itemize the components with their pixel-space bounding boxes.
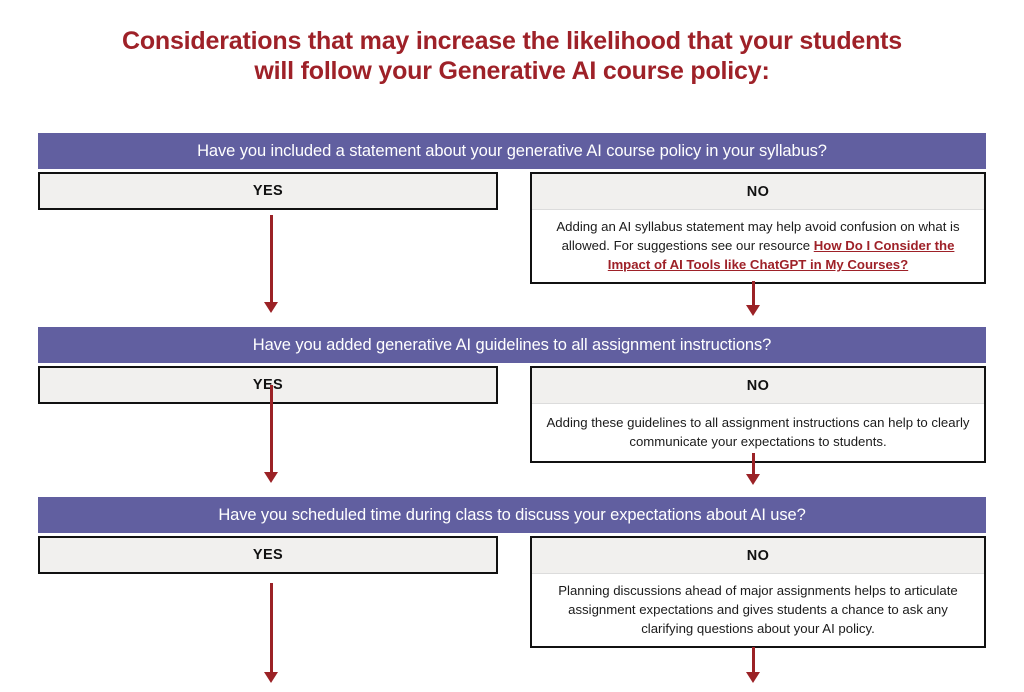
branch-row-1: YES NO Adding an AI syllabus statement m… xyxy=(38,172,986,284)
arrow-down-no-2-icon xyxy=(746,453,760,485)
page-title: Considerations that may increase the lik… xyxy=(0,26,1024,86)
branch-row-3: YES NO Planning discussions ahead of maj… xyxy=(38,536,986,648)
arrow-shaft xyxy=(269,583,273,673)
arrow-shaft xyxy=(269,385,273,473)
resource-link-1[interactable]: How Do I Consider the Impact of AI Tools… xyxy=(607,238,955,272)
yes-label-1: YES xyxy=(252,183,284,199)
yes-box-1[interactable]: YES xyxy=(38,172,498,210)
no-header-1: NO xyxy=(532,174,984,210)
no-label-3: NO xyxy=(746,547,770,564)
flow-section-1: Have you included a statement about your… xyxy=(38,133,986,284)
arrow-shaft xyxy=(751,281,755,306)
arrow-head xyxy=(264,302,278,313)
no-header-2: NO xyxy=(532,368,984,404)
branch-row-2: YES NO Adding these guidelines to all as… xyxy=(38,366,986,463)
arrow-down-no-3-icon xyxy=(746,647,760,683)
arrow-down-yes-3-icon xyxy=(264,583,278,683)
yes-label-2: YES xyxy=(252,377,284,393)
arrow-head xyxy=(264,672,278,683)
no-body-text-1: Adding an AI syllabus statement may help… xyxy=(556,219,960,253)
arrow-shaft xyxy=(751,647,755,673)
no-body-2: Adding these guidelines to all assignmen… xyxy=(546,415,970,449)
no-label-2: NO xyxy=(746,377,770,394)
arrow-down-no-1-icon xyxy=(746,281,760,316)
no-box-2[interactable]: NO Adding these guidelines to all assign… xyxy=(530,366,986,463)
arrow-head xyxy=(746,474,760,485)
arrow-head xyxy=(746,672,760,683)
page-title-line-1: Considerations that may increase the lik… xyxy=(121,27,902,55)
no-label-1: NO xyxy=(746,183,770,200)
no-body-1: Adding an AI syllabus statement may help… xyxy=(532,210,984,282)
no-header-3: NO xyxy=(532,538,984,574)
arrow-shaft xyxy=(269,215,273,303)
arrow-down-yes-1-icon xyxy=(264,215,278,313)
no-box-1[interactable]: NO Adding an AI syllabus statement may h… xyxy=(530,172,986,284)
question-bar-1: Have you included a statement about your… xyxy=(38,133,986,169)
arrow-shaft xyxy=(751,453,755,475)
question-bar-3: Have you scheduled time during class to … xyxy=(38,497,986,533)
flow-section-3: Have you scheduled time during class to … xyxy=(38,497,986,648)
arrow-head xyxy=(746,305,760,316)
arrow-head xyxy=(264,472,278,483)
page-title-line-2: will follow your Generative AI course po… xyxy=(254,57,770,85)
flow-section-2: Have you added generative AI guidelines … xyxy=(38,327,986,463)
no-box-3[interactable]: NO Planning discussions ahead of major a… xyxy=(530,536,986,648)
no-body-3: Planning discussions ahead of major assi… xyxy=(558,583,958,636)
question-bar-2: Have you added generative AI guidelines … xyxy=(38,327,986,363)
arrow-down-yes-2-icon xyxy=(264,385,278,483)
yes-box-3[interactable]: YES xyxy=(38,536,498,574)
yes-box-2[interactable]: YES xyxy=(38,366,498,404)
yes-label-3: YES xyxy=(252,547,284,563)
